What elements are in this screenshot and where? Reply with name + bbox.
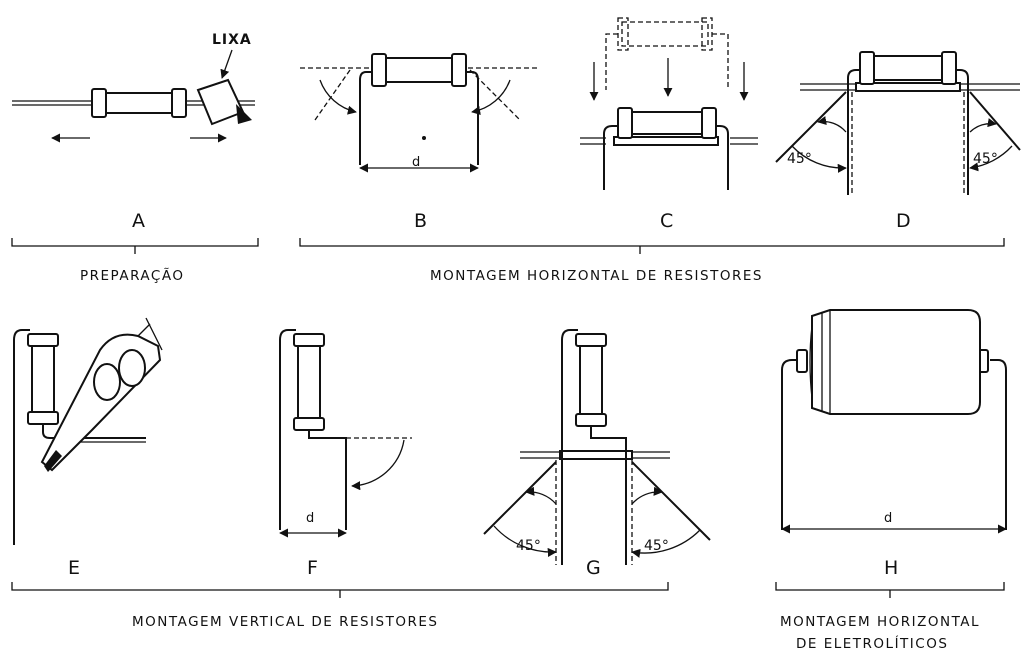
panel-b-letter: B [414,210,427,232]
panel-g-letter: G [586,557,601,579]
panel-h-letter: H [884,557,898,579]
panel-d-angle-left: 45° [787,151,812,167]
caption-horizontal-eletroliticos-line1: MONTAGEM HORIZONTAL [780,614,980,630]
panel-f-drawing [279,329,412,538]
panel-a-drawing [12,49,255,143]
caption-horizontal-resistores: MONTAGEM HORIZONTAL DE RESISTORES [430,268,763,284]
caption-vertical-resistores: MONTAGEM VERTICAL DE RESISTORES [132,614,438,630]
caption-horizontal-eletroliticos-line2: DE ELETROLÍTICOS [796,635,948,652]
panel-f-letter: F [307,557,318,579]
panel-g-angle-right: 45° [644,538,669,554]
top-brackets [11,238,1005,254]
panel-h-d-label: d [884,511,892,526]
panel-c-letter: C [660,210,673,232]
panel-f-d-label: d [306,511,314,526]
panel-c-drawing [580,17,758,190]
panel-g-angle-left: 45° [516,538,541,554]
panel-d-drawing [775,51,1021,195]
panel-d-angle-right: 45° [973,151,998,167]
panel-a-letter: A [132,210,145,232]
panel-d-letter: D [896,210,911,232]
bottom-brackets [11,582,1005,598]
panel-e-drawing [13,317,163,545]
lixa-label: LIXA [212,32,252,48]
panel-g-drawing [483,329,711,565]
panel-b-d-label: d [412,155,420,170]
panel-h-drawing [781,309,1007,534]
panel-e-letter: E [68,557,80,579]
caption-preparacao: PREPARAÇÃO [80,267,184,284]
panel-b-drawing [300,53,540,173]
